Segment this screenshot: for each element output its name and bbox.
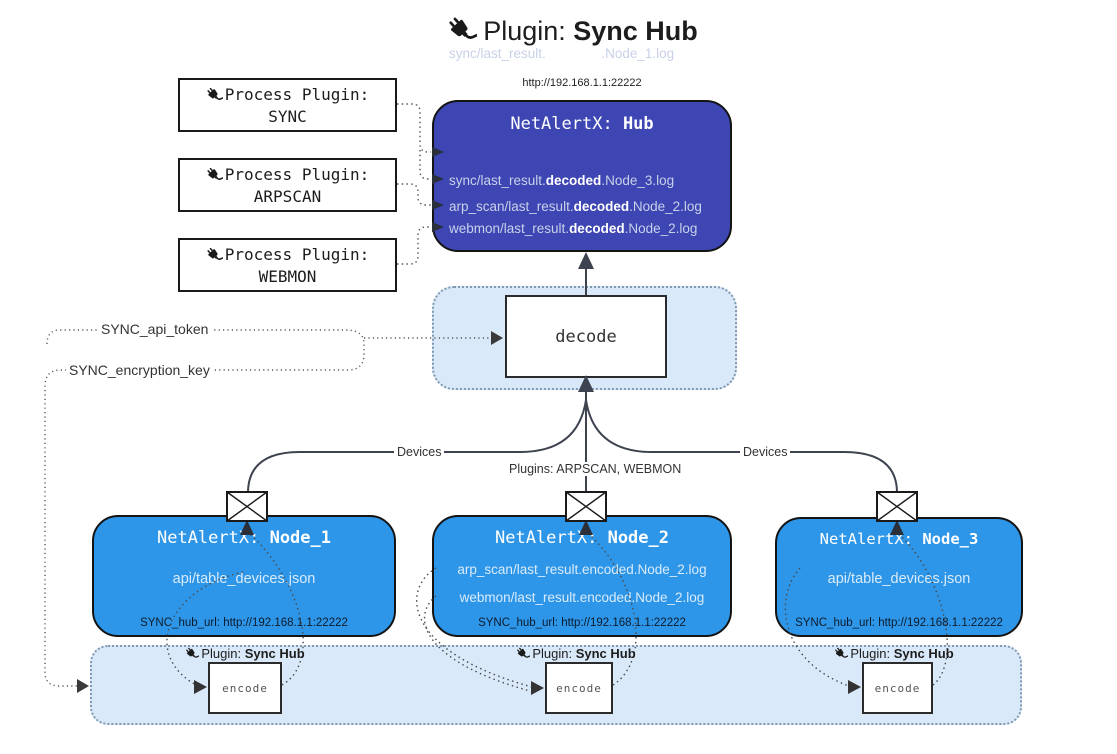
process-plugin-box-webmon: Process Plugin: WEBMON [178,238,397,292]
sync-api-token-label: SYNC_api_token [98,321,212,337]
process-plugin-name: SYNC [268,107,307,126]
title-name: Sync Hub [573,16,698,46]
encode-box-1: encode [208,662,282,714]
node-hub-url: SYNC_hub_url: http://192.168.1.1:22222 [140,617,348,629]
process-plugin-label: Process Plugin: [180,165,395,184]
devices-right-label: Devices [740,445,791,459]
encode-box-2: encode [545,662,613,714]
plug-icon [516,647,530,661]
hub-box: NetAlertX: Hub sync/last_result.decoded.… [432,46,732,252]
node-title: NetAlertX: Node_3 [819,530,979,548]
hub-file-row: arp_scan/last_result.decoded.Node_2.log [449,199,702,214]
encode-plugin-label: Plugin: Sync Hub [814,646,974,661]
node-1-box: NetAlertX: Node_1 api/table_devices.json… [92,515,396,637]
node-2-box: NetAlertX: Node_2 arp_scan/last_result.e… [432,515,732,637]
plugins-mid-label: Plugins: ARPSCAN, WEBMON [506,462,681,476]
hub-file-row: webmon/last_result.decoded.Node_2.log [449,221,698,236]
node-3-box: NetAlertX: Node_3 api/table_devices.json… [775,517,1023,637]
plug-icon [834,647,848,661]
hub-file-row: sync/last_result.decoded.Node_1.log [449,46,675,61]
node-file: arp_scan/last_result.encoded.Node_2.log [457,562,707,577]
plug-icon [206,87,223,104]
node-file: api/table_devices.json [172,571,316,587]
hub-url-label: http://192.168.1.1:22222 [522,77,642,89]
process-plugin-box-arpscan: Process Plugin: ARPSCAN [178,158,397,212]
encode-box-3: encode [862,662,933,714]
process-plugin-name: WEBMON [258,267,317,286]
plug-icon [447,16,477,46]
plug-icon [206,247,223,264]
node-title: NetAlertX: Node_1 [156,528,331,548]
node-file: webmon/last_result.encoded.Node_2.log [459,590,705,605]
node-to-decode-edges [247,390,898,494]
plug-icon [206,167,223,184]
decode-box: decode [505,295,667,378]
hub-title: NetAlertX: Hub [510,114,654,134]
process-plugin-label: Process Plugin: [180,85,395,104]
title-prefix: Plugin: [483,16,566,46]
encode-plugin-label: Plugin: Sync Hub [496,646,656,661]
process-plugin-name: ARPSCAN [253,187,322,206]
page-title: Plugin: Sync Hub [14,16,1117,47]
process-to-hub-connectors [397,103,431,265]
sync-encryption-key-label: SYNC_encryption_key [66,362,213,378]
devices-left-label: Devices [394,445,445,459]
encode-plugin-label: Plugin: Sync Hub [165,646,325,661]
plug-icon [185,647,199,661]
node-file: api/table_devices.json [827,571,971,587]
node-title: NetAlertX: Node_2 [494,528,669,548]
node-hub-url: SYNC_hub_url: http://192.168.1.1:22222 [795,617,1003,629]
config-to-encode-band-arrowhead [77,679,89,693]
node-hub-url: SYNC_hub_url: http://192.168.1.1:22222 [478,617,686,629]
process-plugin-label: Process Plugin: [180,245,395,264]
process-plugin-box-sync: Process Plugin: SYNC [178,78,397,132]
hub-file-row: sync/last_result.decoded.Node_3.log [449,173,675,188]
